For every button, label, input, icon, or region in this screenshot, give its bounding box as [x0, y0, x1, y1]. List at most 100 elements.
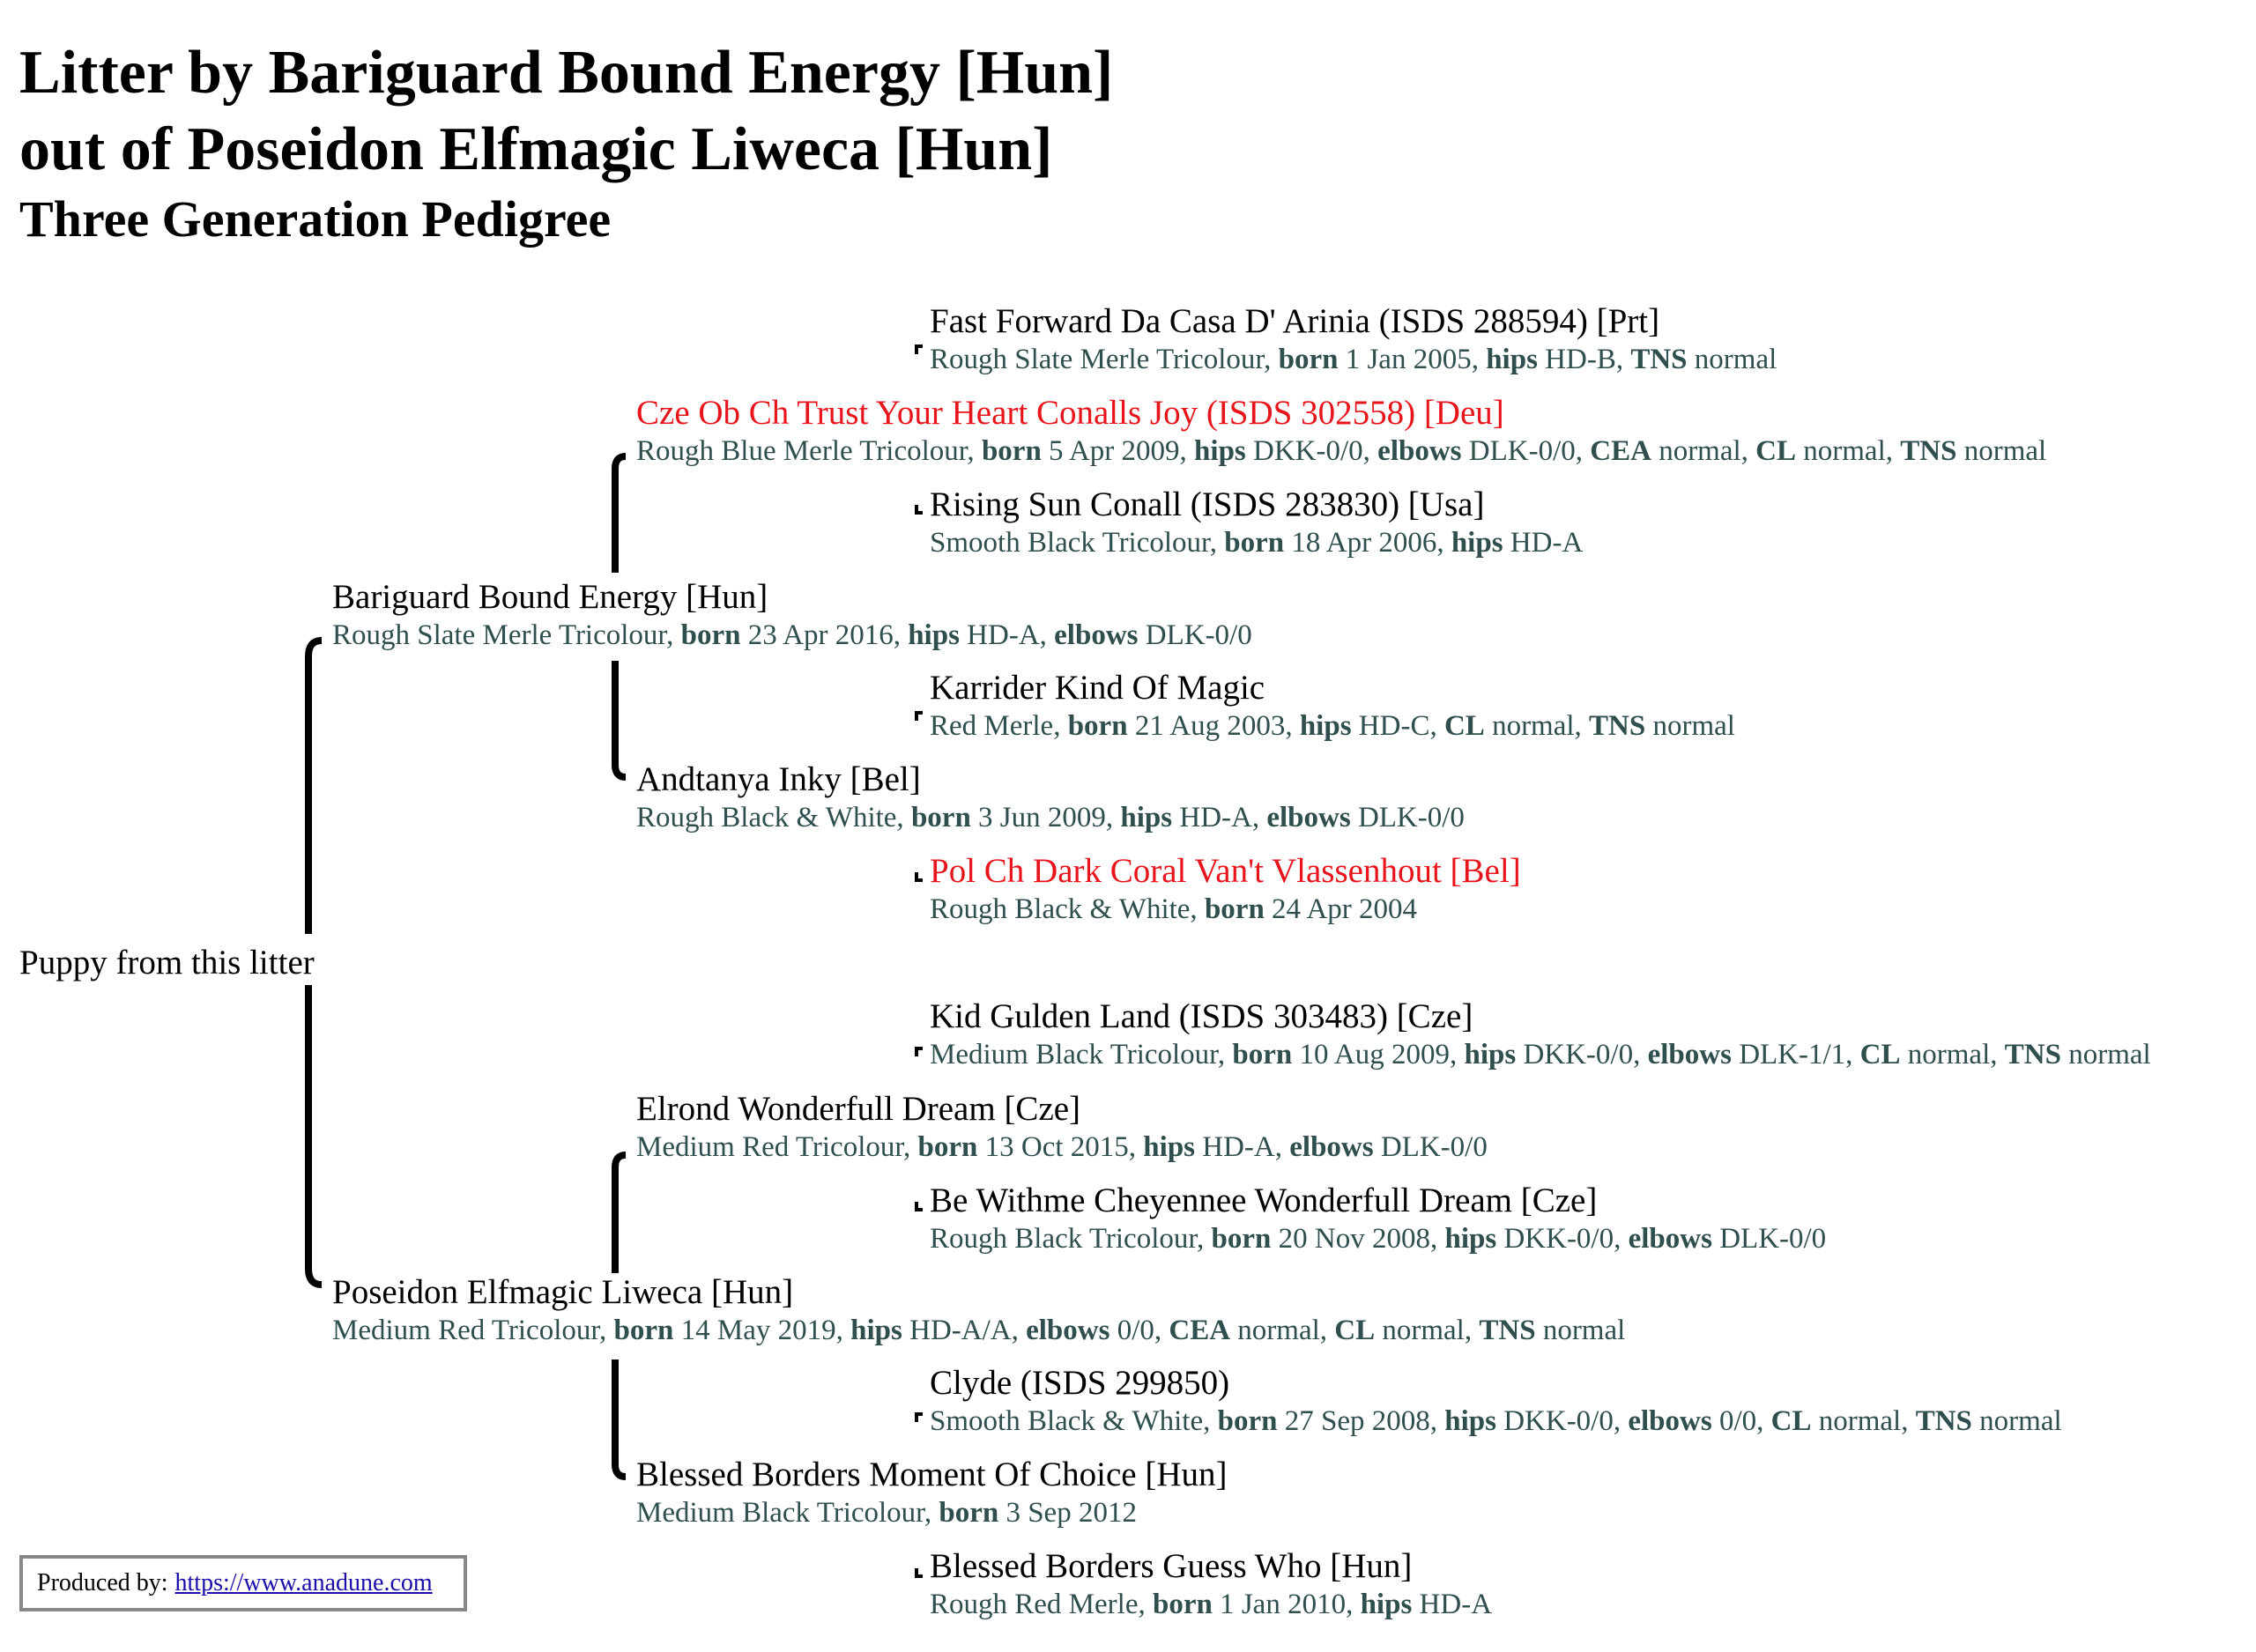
- dog-info: Rough Blue Merle Tricolour, born 5 Apr 2…: [636, 433, 2046, 469]
- info-field-label: hips: [850, 1315, 902, 1346]
- bracket-puppy-dam: [305, 985, 323, 1288]
- info-field-value: Red Merle,: [930, 710, 1068, 742]
- info-field-value: Rough Slate Merle Tricolour,: [930, 344, 1279, 375]
- info-field-label: elbows: [1628, 1405, 1712, 1437]
- dog-info: Rough Black & White, born 24 Apr 2004: [930, 892, 1521, 927]
- info-field-label: born: [680, 619, 741, 651]
- info-field-value: Medium Red Tricolour,: [636, 1131, 918, 1163]
- info-field-value: normal: [1971, 1405, 2062, 1437]
- info-field-value: 23 Apr 2016,: [740, 619, 909, 651]
- dog-entry: Bariguard Bound Energy [Hun] Rough Slate…: [332, 578, 1252, 653]
- dog-info: Rough Red Merle, born 1 Jan 2010, hips H…: [930, 1587, 1492, 1622]
- info-field-value: 27 Sep 2008,: [1277, 1405, 1445, 1437]
- info-field-label: CL: [1859, 1039, 1901, 1070]
- info-field-value: DLK-0/0: [1373, 1131, 1488, 1163]
- info-field-label: TNS: [1630, 344, 1688, 375]
- bracket-sire-siresire: [612, 453, 627, 573]
- info-field-value: HD-A: [1412, 1589, 1493, 1620]
- dog-name: Clyde (ISDS 299850): [930, 1364, 1230, 1402]
- info-field-value: 21 Aug 2003,: [1127, 710, 1300, 742]
- info-field-value: DLK-0/0: [1711, 1223, 1827, 1255]
- info-field-label: CL: [1443, 710, 1485, 742]
- info-field-label: elbows: [1054, 619, 1139, 651]
- info-field-label: hips: [1451, 527, 1503, 559]
- info-field-value: 0/0,: [1109, 1315, 1169, 1346]
- info-field-label: hips: [1120, 802, 1173, 833]
- dog-name: Fast Forward Da Casa D' Arinia (ISDS 288…: [930, 302, 1660, 340]
- info-field-label: TNS: [1900, 435, 1957, 467]
- info-field-label: elbows: [1628, 1223, 1712, 1255]
- info-field-value: HD-A,: [1195, 1131, 1290, 1163]
- info-field-value: Rough Slate Merle Tricolour,: [332, 619, 681, 651]
- tick-sire-sire-dam: [915, 505, 923, 515]
- dog-info: Smooth Black & White, born 27 Sep 2008, …: [930, 1404, 2062, 1439]
- info-field-value: DKK-0/0,: [1496, 1223, 1629, 1255]
- dog-entry: Fast Forward Da Casa D' Arinia (ISDS 288…: [930, 302, 1777, 377]
- info-field-value: 10 Aug 2009,: [1292, 1039, 1465, 1070]
- dog-info: Medium Red Tricolour, born 14 May 2019, …: [332, 1313, 1625, 1348]
- info-field-label: born: [1224, 527, 1285, 559]
- dog-info: Rough Slate Merle Tricolour, born 1 Jan …: [930, 342, 1777, 377]
- info-field-label: TNS: [1479, 1315, 1536, 1346]
- info-field-label: hips: [1444, 1223, 1497, 1255]
- info-field-label: born: [1232, 1039, 1293, 1070]
- dog-info: Rough Black Tricolour, born 20 Nov 2008,…: [930, 1221, 1826, 1256]
- bracket-sire-siredam: [612, 661, 627, 781]
- dog-name: Blessed Borders Moment Of Choice [Hun]: [636, 1456, 1228, 1493]
- info-field-value: normal,: [1230, 1315, 1335, 1346]
- info-field-value: normal: [1535, 1315, 1626, 1346]
- bracket-dam-damsire: [612, 1152, 627, 1273]
- info-field-label: TNS: [1589, 710, 1646, 742]
- info-field-value: 1 Jan 2010,: [1212, 1589, 1361, 1620]
- tick-dam-sire-dam: [915, 1202, 923, 1211]
- dog-entry: Clyde (ISDS 299850) Smooth Black & White…: [930, 1364, 2062, 1439]
- info-field-value: normal: [1687, 344, 1777, 375]
- info-field-value: 20 Nov 2008,: [1271, 1223, 1445, 1255]
- info-field-value: Smooth Black Tricolour,: [930, 527, 1225, 559]
- dog-entry: Blessed Borders Moment Of Choice [Hun] M…: [636, 1456, 1227, 1530]
- info-field-value: 0/0,: [1711, 1405, 1771, 1437]
- dog-name: Poseidon Elfmagic Liweca [Hun]: [332, 1273, 794, 1311]
- info-field-label: hips: [1464, 1039, 1517, 1070]
- info-field-value: DKK-0/0,: [1495, 1405, 1629, 1437]
- tick-sire-sire-sire: [915, 344, 923, 354]
- info-field-value: 1 Jan 2005,: [1338, 344, 1487, 375]
- dog-entry: Kid Gulden Land (ISDS 303483) [Cze] Medi…: [930, 997, 2151, 1072]
- info-field-label: born: [1204, 893, 1265, 925]
- info-field-value: normal: [2060, 1039, 2151, 1070]
- info-field-label: CL: [1755, 435, 1797, 467]
- info-field-value: Medium Red Tricolour,: [332, 1315, 614, 1346]
- info-field-label: born: [1211, 1223, 1272, 1255]
- dog-name: Andtanya Inky [Bel]: [636, 760, 921, 798]
- info-field-value: Smooth Black & White,: [930, 1405, 1218, 1437]
- dog-info: Rough Black & White, born 3 Jun 2009, hi…: [636, 800, 1465, 835]
- info-field-label: born: [910, 802, 971, 833]
- info-field-value: normal: [1956, 435, 2047, 467]
- dog-entry: Elrond Wonderfull Dream [Cze] Medium Red…: [636, 1090, 1488, 1165]
- puppy-label: Puppy from this litter: [19, 944, 315, 982]
- info-field-value: 24 Apr 2004: [1264, 893, 1418, 925]
- info-field-label: elbows: [1026, 1315, 1110, 1346]
- producer-credit-box: Produced by: https://www.anadune.com: [19, 1555, 467, 1611]
- info-field-value: normal,: [1375, 1315, 1480, 1346]
- tick-sire-dam-dam: [915, 872, 923, 882]
- producer-link[interactable]: https://www.anadune.com: [174, 1569, 433, 1596]
- info-field-value: 13 Oct 2015,: [977, 1131, 1144, 1163]
- info-field-value: normal,: [1484, 710, 1590, 742]
- info-field-label: born: [613, 1315, 674, 1346]
- dog-entry: Cze Ob Ch Trust Your Heart Conalls Joy (…: [636, 394, 2046, 469]
- info-field-label: elbows: [1647, 1039, 1732, 1070]
- bracket-dam-damdam: [612, 1359, 627, 1480]
- dog-entry: Blessed Borders Guess Who [Hun] Rough Re…: [930, 1547, 1492, 1622]
- info-field-value: 14 May 2019,: [673, 1315, 851, 1346]
- page-title-line-2: out of Poseidon Elfmagic Liweca [Hun]: [19, 115, 1053, 183]
- info-field-value: 3 Sep 2012: [998, 1497, 1137, 1529]
- info-field-label: born: [981, 435, 1042, 467]
- info-field-label: CEA: [1590, 435, 1651, 467]
- dog-name-champion: Pol Ch Dark Coral Van't Vlassenhout [Bel…: [930, 852, 1521, 890]
- info-field-label: TNS: [1915, 1405, 1972, 1437]
- info-field-value: HD-A,: [959, 619, 1055, 651]
- info-field-label: hips: [1143, 1131, 1196, 1163]
- dog-name: Be Withme Cheyennee Wonderfull Dream [Cz…: [930, 1182, 1598, 1219]
- info-field-label: born: [1152, 1589, 1213, 1620]
